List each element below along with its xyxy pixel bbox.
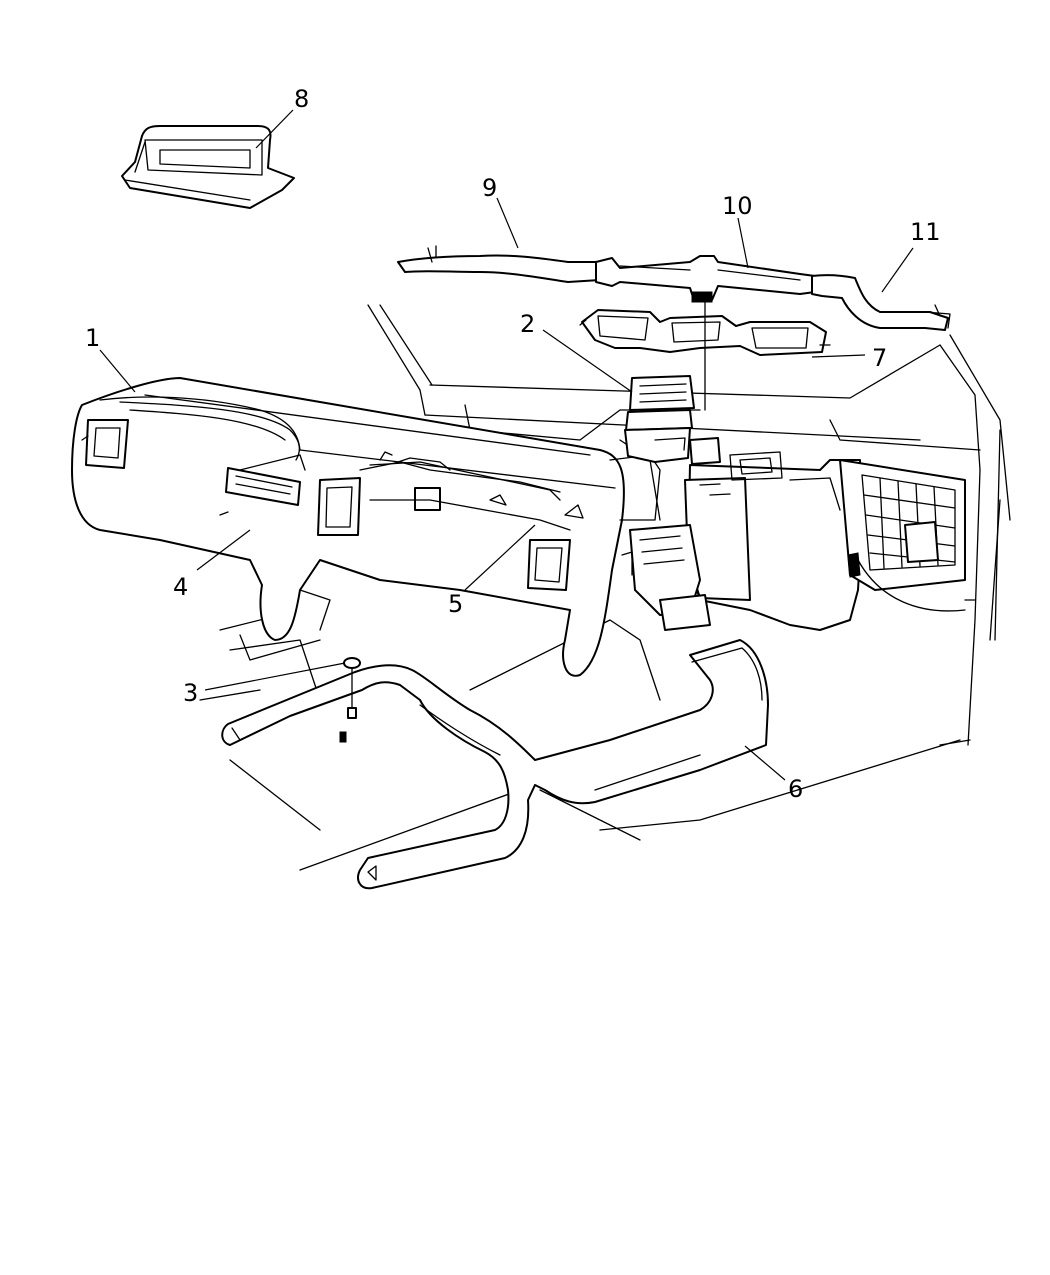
callout-labels: 1 2 3 4 5 6 7 8 9 10 11: [85, 85, 941, 803]
leader-6: [744, 745, 786, 781]
callout-4: 4: [173, 573, 188, 601]
defroster-duct-center: [624, 375, 695, 463]
instrument-panel: [71, 377, 661, 677]
fastener-screw: [339, 657, 361, 743]
leader-1: [99, 349, 136, 393]
leader-10: [737, 217, 749, 269]
callout-10: 10: [722, 192, 753, 220]
leader-4: [196, 529, 251, 571]
leader-9: [496, 197, 519, 249]
callout-6: 6: [788, 775, 803, 803]
leader-5: [464, 524, 536, 591]
leader-7: [811, 354, 866, 358]
demister-duct-assembly: [397, 245, 951, 465]
callout-11: 11: [910, 218, 941, 246]
leader-3: [204, 662, 346, 691]
leader-8: [255, 109, 294, 149]
callout-8: 8: [294, 85, 309, 113]
callout-9: 9: [482, 174, 497, 202]
callout-7: 7: [872, 344, 887, 372]
rear-floor-duct: [221, 639, 769, 890]
callout-leaders: [99, 109, 914, 781]
leader-2: [542, 329, 633, 393]
duct-adapter: [121, 125, 295, 209]
demister-duct-right: [811, 274, 951, 331]
callout-5: 5: [448, 590, 463, 618]
demister-duct-center: [595, 255, 816, 303]
defroster-nozzle: [579, 309, 831, 356]
hvac-housing: [621, 451, 976, 631]
leader-11: [881, 247, 914, 293]
blower-grid: [861, 474, 956, 571]
callout-3: 3: [183, 679, 198, 707]
center-duct: [359, 457, 571, 531]
demister-duct-left: [397, 245, 601, 283]
left-defrost-duct: [119, 401, 306, 471]
callout-2: 2: [520, 310, 535, 338]
callout-1: 1: [85, 324, 100, 352]
